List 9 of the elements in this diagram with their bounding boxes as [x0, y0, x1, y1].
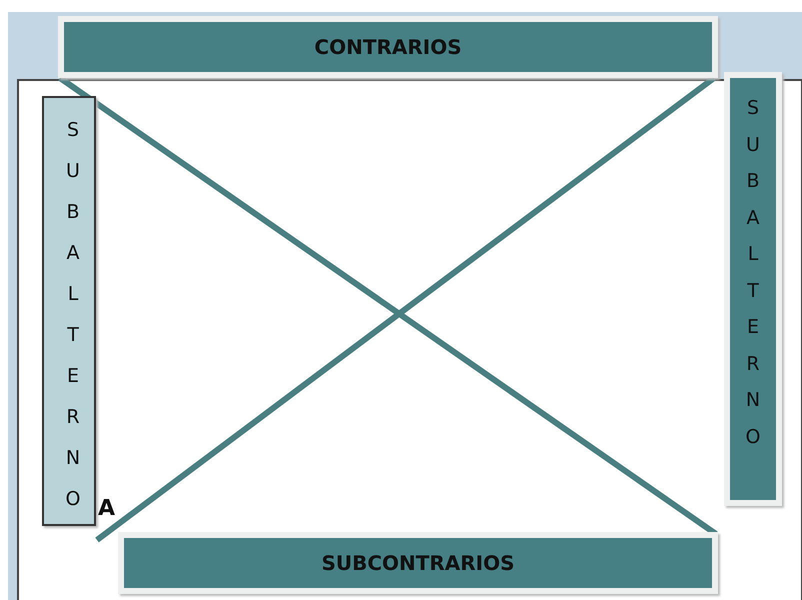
- vertex-label: A: [98, 496, 116, 521]
- vertical-label: SUBALTERNO: [744, 96, 762, 450]
- band-label: SUBCONTRARIOS: [321, 551, 515, 575]
- heading-band: [118, 532, 718, 594]
- vertical-label-box: [42, 96, 96, 526]
- heading-band: [58, 16, 718, 78]
- vertical-label-box: [724, 72, 782, 506]
- band-label: CONTRARIOS: [314, 35, 462, 59]
- vertical-label: SUBALTERNO: [64, 118, 82, 512]
